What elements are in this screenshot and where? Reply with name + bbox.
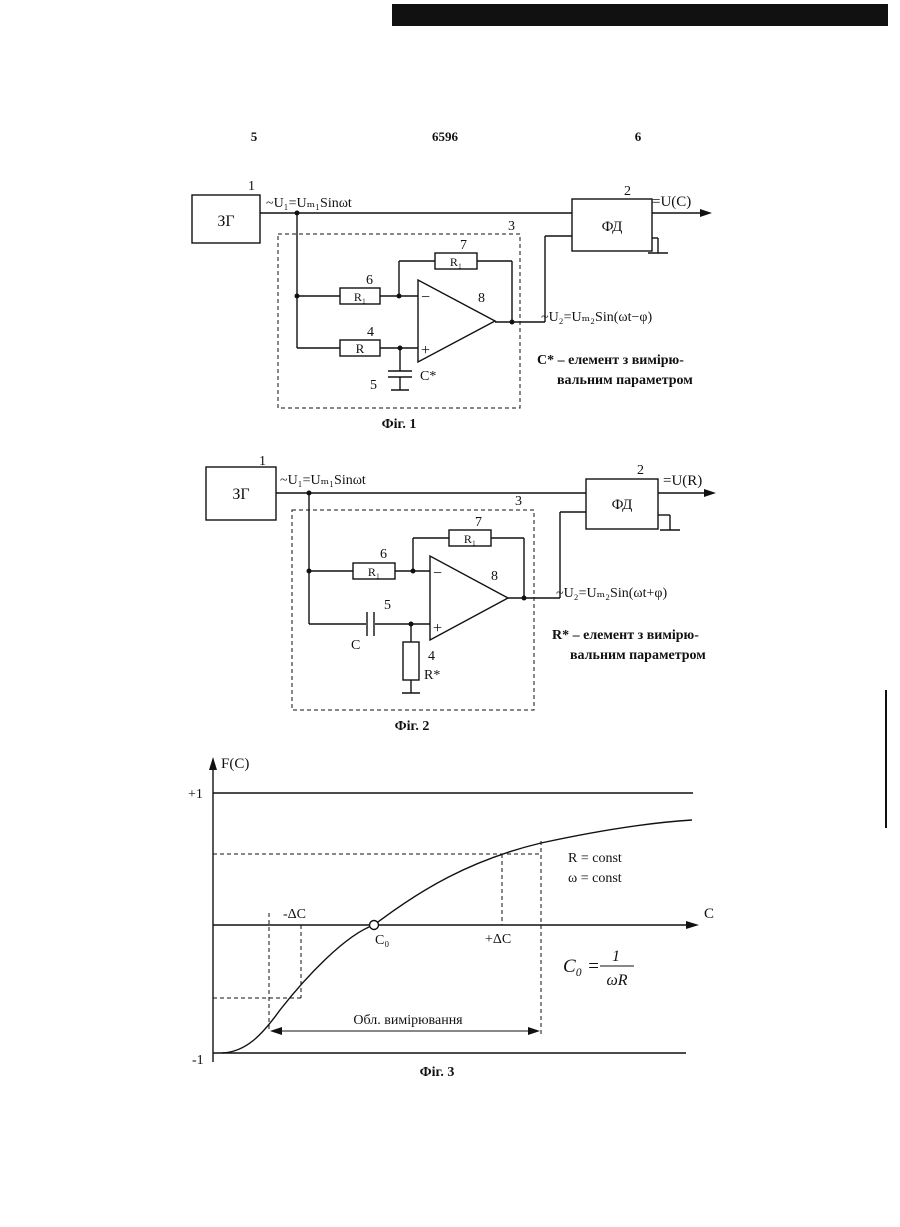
range-arrow-left [270, 1027, 282, 1035]
capacitor-5-number: 5 [384, 598, 391, 613]
resistor-r1-7-label: R₁ [464, 532, 476, 546]
capacitor-c-label: C [351, 638, 360, 653]
output-arrow [700, 209, 712, 217]
y-axis-arrow [209, 757, 217, 770]
figure-1-caption: Фіг. 1 [382, 417, 417, 432]
output-arrow [704, 489, 716, 497]
note-line-2: вальним параметром [557, 373, 693, 388]
x-axis-label: C [704, 906, 714, 922]
generator-number: 1 [248, 179, 255, 194]
c0-label: C₀ [375, 933, 389, 948]
resistor-7-number: 7 [460, 238, 467, 253]
phase-shifter-number: 3 [508, 219, 515, 234]
op-amp-plus: + [433, 620, 442, 637]
capacitor-c-star-label: C* [420, 369, 436, 384]
phase-detector-number: 2 [637, 463, 644, 478]
resistor-6-number: 6 [380, 547, 387, 562]
resistor-r-4-label: R [356, 341, 365, 356]
capacitor-5-number: 5 [370, 378, 377, 393]
resistor-r-star-label: R* [424, 668, 440, 683]
output-signal-label: ~U₂=Uₘ₂Sin(ωt+φ) [556, 586, 667, 601]
op-amp-minus: − [433, 565, 442, 582]
generator-number: 1 [259, 454, 266, 469]
op-amp-plus: + [421, 342, 430, 359]
page-number-right: 6 [635, 129, 642, 144]
page-number-left: 5 [251, 129, 258, 144]
note-line-2: вальним параметром [570, 648, 706, 663]
formula-denominator: ωR [606, 972, 627, 989]
resistor-r1-6-label: R₁ [354, 290, 366, 304]
y-tick-plus-one: +1 [188, 787, 203, 802]
range-arrow-right [528, 1027, 540, 1035]
generator-label: ЗГ [232, 486, 249, 503]
formula-lhs: C₀ = [563, 956, 600, 977]
c0-point [370, 921, 379, 930]
phase-detector-label: ФД [602, 219, 623, 235]
y-tick-minus-one: -1 [192, 1053, 204, 1068]
minus-delta-c-label: -ΔC [283, 907, 306, 922]
resistor-r1-7-label: R₁ [450, 255, 462, 269]
resistor-r1-6-label: R₁ [368, 565, 380, 579]
phase-detector-number: 2 [624, 184, 631, 199]
op-amp-number: 8 [491, 569, 498, 584]
figure-3: F(C) C +1 -1 -ΔC +ΔC C₀ R = const ω = co… [188, 756, 714, 1080]
junction-dot [522, 596, 527, 601]
generator-label: ЗГ [217, 213, 234, 230]
phase-detector-label: ФД [612, 497, 633, 513]
output-label: =U(R) [663, 473, 702, 489]
figure-2: ЗГ 1 ~U₁=Uₘ₁Sinωt ФД 2 =U(R) 3 R₁ 6 R₁ 7 [206, 454, 716, 734]
op-amp-minus: − [421, 289, 430, 306]
y-axis-label: F(C) [221, 756, 249, 772]
phase-shifter-number: 3 [515, 494, 522, 509]
formula-numerator: 1 [612, 948, 620, 965]
patent-number: 6596 [432, 129, 459, 144]
figure-1: ЗГ 1 ~U₁=Uₘ₁Sinωt ФД 2 =U(C) 3 R₁ 6 [192, 179, 712, 432]
figure-2-caption: Фіг. 2 [395, 719, 430, 734]
op-amp-number: 8 [478, 291, 485, 306]
r-const-label: R = const [568, 851, 622, 866]
output-label: =U(C) [652, 194, 691, 210]
x-axis-arrow [686, 921, 699, 929]
resistor-4-number: 4 [428, 649, 435, 664]
note-line-1: R* – елемент з вимірю- [552, 628, 699, 643]
junction-dot [510, 320, 515, 325]
resistor-6-number: 6 [366, 273, 373, 288]
note-line-1: C* – елемент з вимірю- [537, 353, 684, 368]
omega-const-label: ω = const [568, 871, 622, 886]
input-signal-label: ~U₁=Uₘ₁Sinωt [280, 473, 366, 488]
junction-dot [307, 491, 312, 496]
input-signal-label: ~U₁=Uₘ₁Sinωt [266, 196, 352, 211]
header-black-bar [392, 4, 888, 26]
junction-dot [295, 211, 300, 216]
output-signal-label: ~U₂=Uₘ₂Sin(ωt−φ) [541, 310, 652, 325]
resistor-r-star [403, 642, 419, 680]
figure-3-caption: Фіг. 3 [420, 1065, 455, 1080]
plus-delta-c-label: +ΔC [485, 932, 511, 947]
range-label: Обл. вимірювання [353, 1013, 463, 1028]
resistor-4-number: 4 [367, 325, 374, 340]
resistor-7-number: 7 [475, 515, 482, 530]
